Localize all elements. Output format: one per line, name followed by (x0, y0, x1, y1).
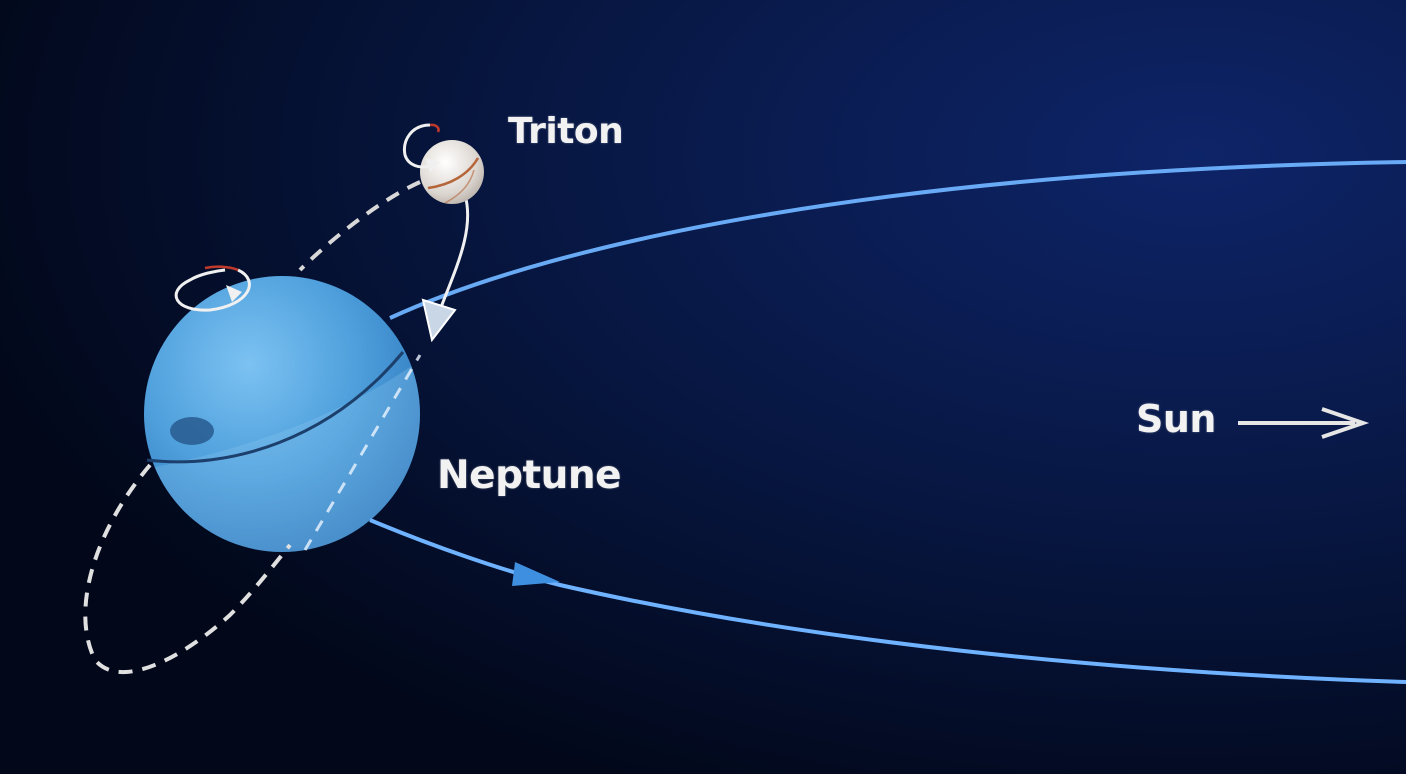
triton-moon (420, 140, 484, 204)
triton-orbit-back (298, 180, 421, 272)
neptune-planet (144, 276, 422, 552)
triton-orbit-front (83, 463, 292, 675)
neptune-label: Neptune (437, 453, 622, 498)
neptune-equator (146, 351, 405, 464)
neptune-orbit-lower (369, 518, 1406, 684)
triton-rotation-arrow (402, 123, 440, 172)
neptune-rotation-arrow (174, 265, 251, 312)
triton-label: Triton (508, 111, 624, 152)
triton-orbit-arrow (421, 194, 470, 343)
sun-label: Sun (1136, 397, 1216, 441)
sun-direction-arrow (1238, 407, 1370, 439)
great-dark-spot (170, 417, 214, 445)
neptune-orbit-direction-arrow (512, 562, 560, 586)
neptune-orbit-upper (389, 160, 1406, 320)
